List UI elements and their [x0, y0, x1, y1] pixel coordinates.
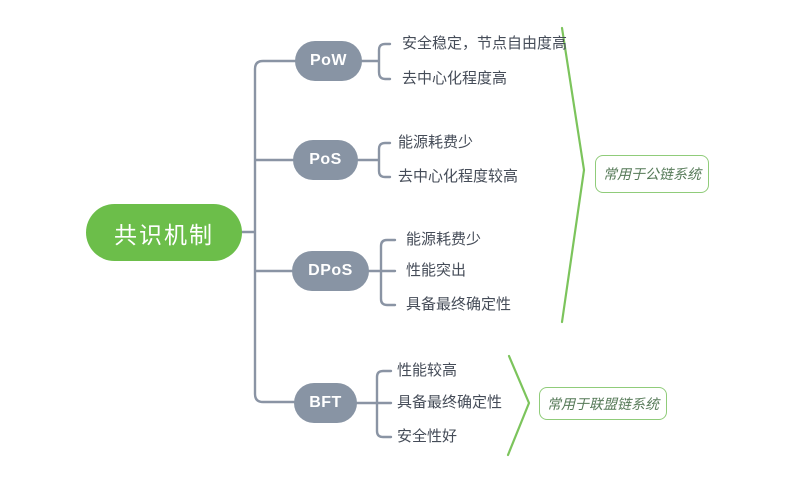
root-node-consensus[interactable]: 共识机制	[86, 204, 242, 261]
dpos-fork-connector	[367, 238, 397, 307]
node-dpos[interactable]: DPoS	[292, 251, 369, 291]
pos-fork-connector	[356, 141, 392, 179]
trunk-connector	[240, 59, 297, 404]
leaf-bft-3[interactable]: 安全性好	[397, 428, 458, 445]
leaf-dpos-1[interactable]: 能源耗费少	[406, 231, 482, 248]
public-chain-bracket	[560, 26, 586, 324]
annotation-public-chain[interactable]: 常用于公链系统	[595, 155, 709, 193]
consortium-chain-bracket	[506, 354, 531, 457]
bft-fork-connector	[355, 369, 393, 439]
leaf-bft-2[interactable]: 具备最终确定性	[397, 394, 503, 411]
leaf-pow-1[interactable]: 安全稳定，节点自由度高	[402, 35, 568, 52]
leaf-dpos-3[interactable]: 具备最终确定性	[406, 296, 512, 313]
leaf-pos-1[interactable]: 能源耗费少	[398, 134, 474, 151]
leaf-pow-2[interactable]: 去中心化程度高	[402, 70, 508, 87]
annotation-consortium-chain[interactable]: 常用于联盟链系统	[539, 387, 667, 420]
node-pow[interactable]: PoW	[295, 41, 362, 81]
pow-fork-connector	[360, 42, 392, 81]
node-pos[interactable]: PoS	[293, 140, 358, 180]
leaf-pos-2[interactable]: 去中心化程度较高	[398, 168, 519, 185]
node-bft[interactable]: BFT	[294, 383, 357, 423]
leaf-dpos-2[interactable]: 性能突出	[406, 262, 467, 279]
leaf-bft-1[interactable]: 性能较高	[397, 362, 458, 379]
